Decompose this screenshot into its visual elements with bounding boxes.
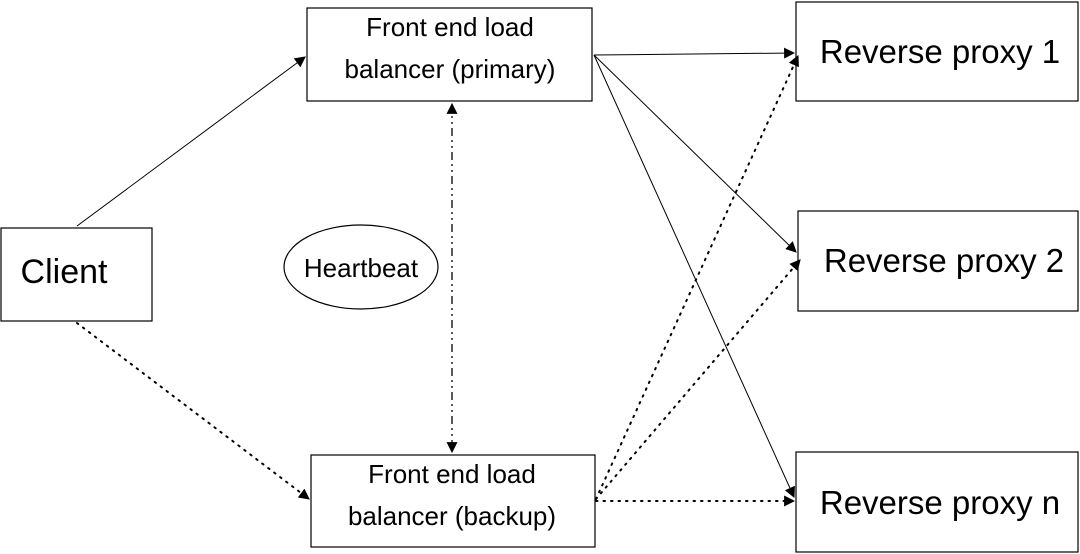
backup-lb-box [310,454,596,548]
backup-lb-label-line2: balancer (backup) [348,501,556,531]
heartbeat-label: Heartbeat [304,253,419,283]
backup-lb-label-line1: Front end load [368,459,536,489]
reverse-proxy-n-label: Reverse proxy n [820,484,1060,521]
edge-primary-to-proxy1 [593,47,796,59]
reverse-proxy-1-box [795,1,1079,102]
primary-lb-label-line1: Front end load [366,12,534,42]
heartbeat-ellipse [283,224,439,310]
edge-primary-to-proxyn [593,54,795,499]
reverse-proxy-n-box [795,451,1079,553]
reverse-proxy-1-label: Reverse proxy 1 [820,33,1060,70]
primary-lb-box [306,7,593,102]
edge-primary-to-proxy2 [593,54,797,253]
client-box [0,227,153,322]
edge-client-to-primary [76,56,306,227]
primary-lb-label-line2: balancer (primary) [345,54,556,84]
edge-backup-to-proxy1 [595,54,799,500]
edge-backup-to-proxy2 [595,259,801,500]
reverse-proxy-2-box [797,210,1079,312]
client-label: Client [21,253,108,291]
edge-client-to-backup [76,322,310,500]
reverse-proxy-2-label: Reverse proxy 2 [824,242,1064,279]
